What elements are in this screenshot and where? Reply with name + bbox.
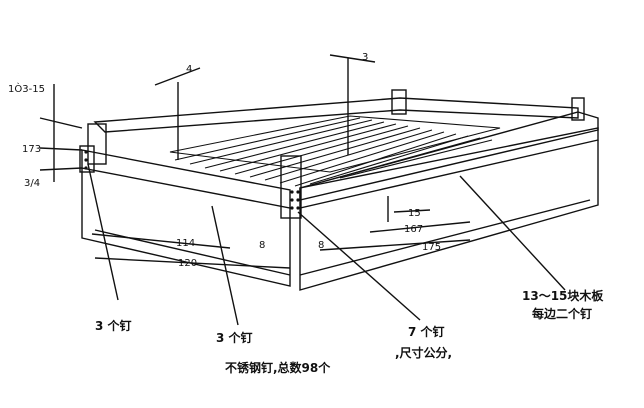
leader-175	[319, 239, 471, 251]
dim-slat-width-right: 3	[362, 52, 368, 63]
label-total-nails: 不锈钢钉,总数98个	[225, 360, 331, 375]
callout-boards	[459, 175, 566, 291]
label-nails-3-left: 3 个钉	[95, 318, 132, 333]
dim-top-gap: 1Ò3-15	[8, 82, 45, 95]
dim-post-right-8: 8	[318, 240, 324, 251]
leader-120	[94, 257, 291, 269]
dim-front-120: 120	[178, 258, 197, 269]
leader-left-height	[39, 84, 83, 182]
leader-15	[387, 196, 431, 222]
dim-side-167: 167	[404, 224, 423, 235]
slats	[169, 115, 501, 187]
dim-post-left-8: 8	[259, 240, 265, 251]
leader-167	[369, 221, 471, 233]
post-back-right	[571, 97, 585, 121]
side-panel-bottom	[299, 199, 591, 276]
post-back-left	[87, 123, 107, 165]
dim-left-height-lower: 3/4	[24, 178, 40, 189]
dim-side-175: 175	[422, 242, 441, 253]
leader-3	[329, 54, 376, 155]
post-front-corner	[280, 155, 302, 219]
callout-3-left	[87, 163, 119, 301]
callout-3-mid	[211, 205, 239, 326]
dim-slat-thickness: 15	[408, 208, 421, 219]
dim-front-114: 114	[176, 238, 195, 249]
post-front-left	[79, 145, 95, 173]
leader-4	[154, 67, 201, 160]
label-units-note: ,尺寸公分,	[395, 345, 452, 360]
dim-left-height-upper: 173	[22, 144, 41, 155]
dim-slat-width-left: 4	[186, 64, 192, 75]
nail-dots	[84, 150, 300, 210]
label-nails-3-mid: 3 个钉	[216, 330, 253, 345]
side-panel	[299, 140, 599, 291]
callout-7	[297, 211, 421, 321]
post-back-mid	[391, 89, 407, 115]
front-top-rail	[81, 149, 291, 209]
label-nails-7: 7 个钉	[408, 324, 445, 339]
label-boards-line2: 每边二个钉	[532, 306, 592, 321]
leader-114	[91, 233, 231, 249]
label-boards-line1: 13～15块木板	[522, 288, 604, 303]
back-rail	[93, 97, 579, 133]
